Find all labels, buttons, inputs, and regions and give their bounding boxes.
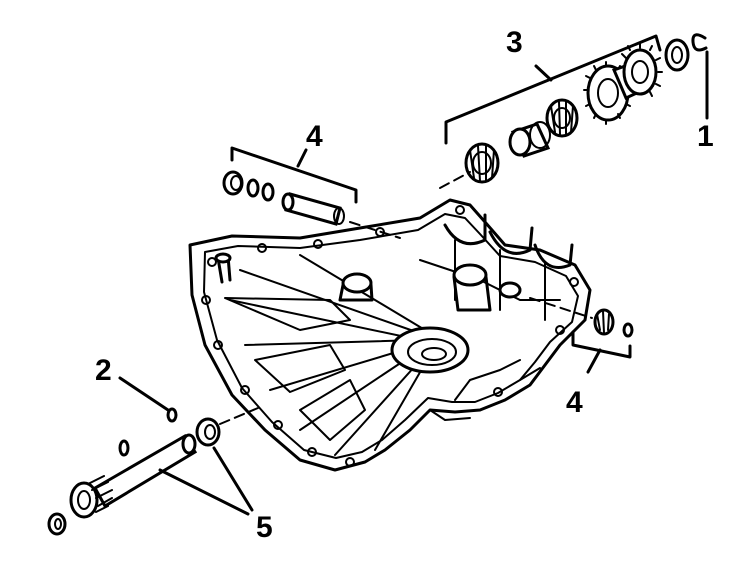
input-shaft-group-5 <box>47 50 709 536</box>
callout-5: 5 <box>256 511 273 544</box>
callout-3: 3 <box>506 26 523 59</box>
bearing-group-4-right <box>529 297 634 374</box>
gearbox-housing <box>188 198 592 472</box>
shaft-seal-group-4-top <box>222 146 401 239</box>
callout-4-right: 4 <box>566 386 583 419</box>
callout-1: 1 <box>697 120 714 153</box>
callout-2: 2 <box>95 354 112 387</box>
gear-cluster <box>583 43 663 125</box>
circlip-icon <box>691 33 708 52</box>
gear-assembly-group-3 <box>439 33 708 189</box>
callout-4-top: 4 <box>306 120 323 153</box>
